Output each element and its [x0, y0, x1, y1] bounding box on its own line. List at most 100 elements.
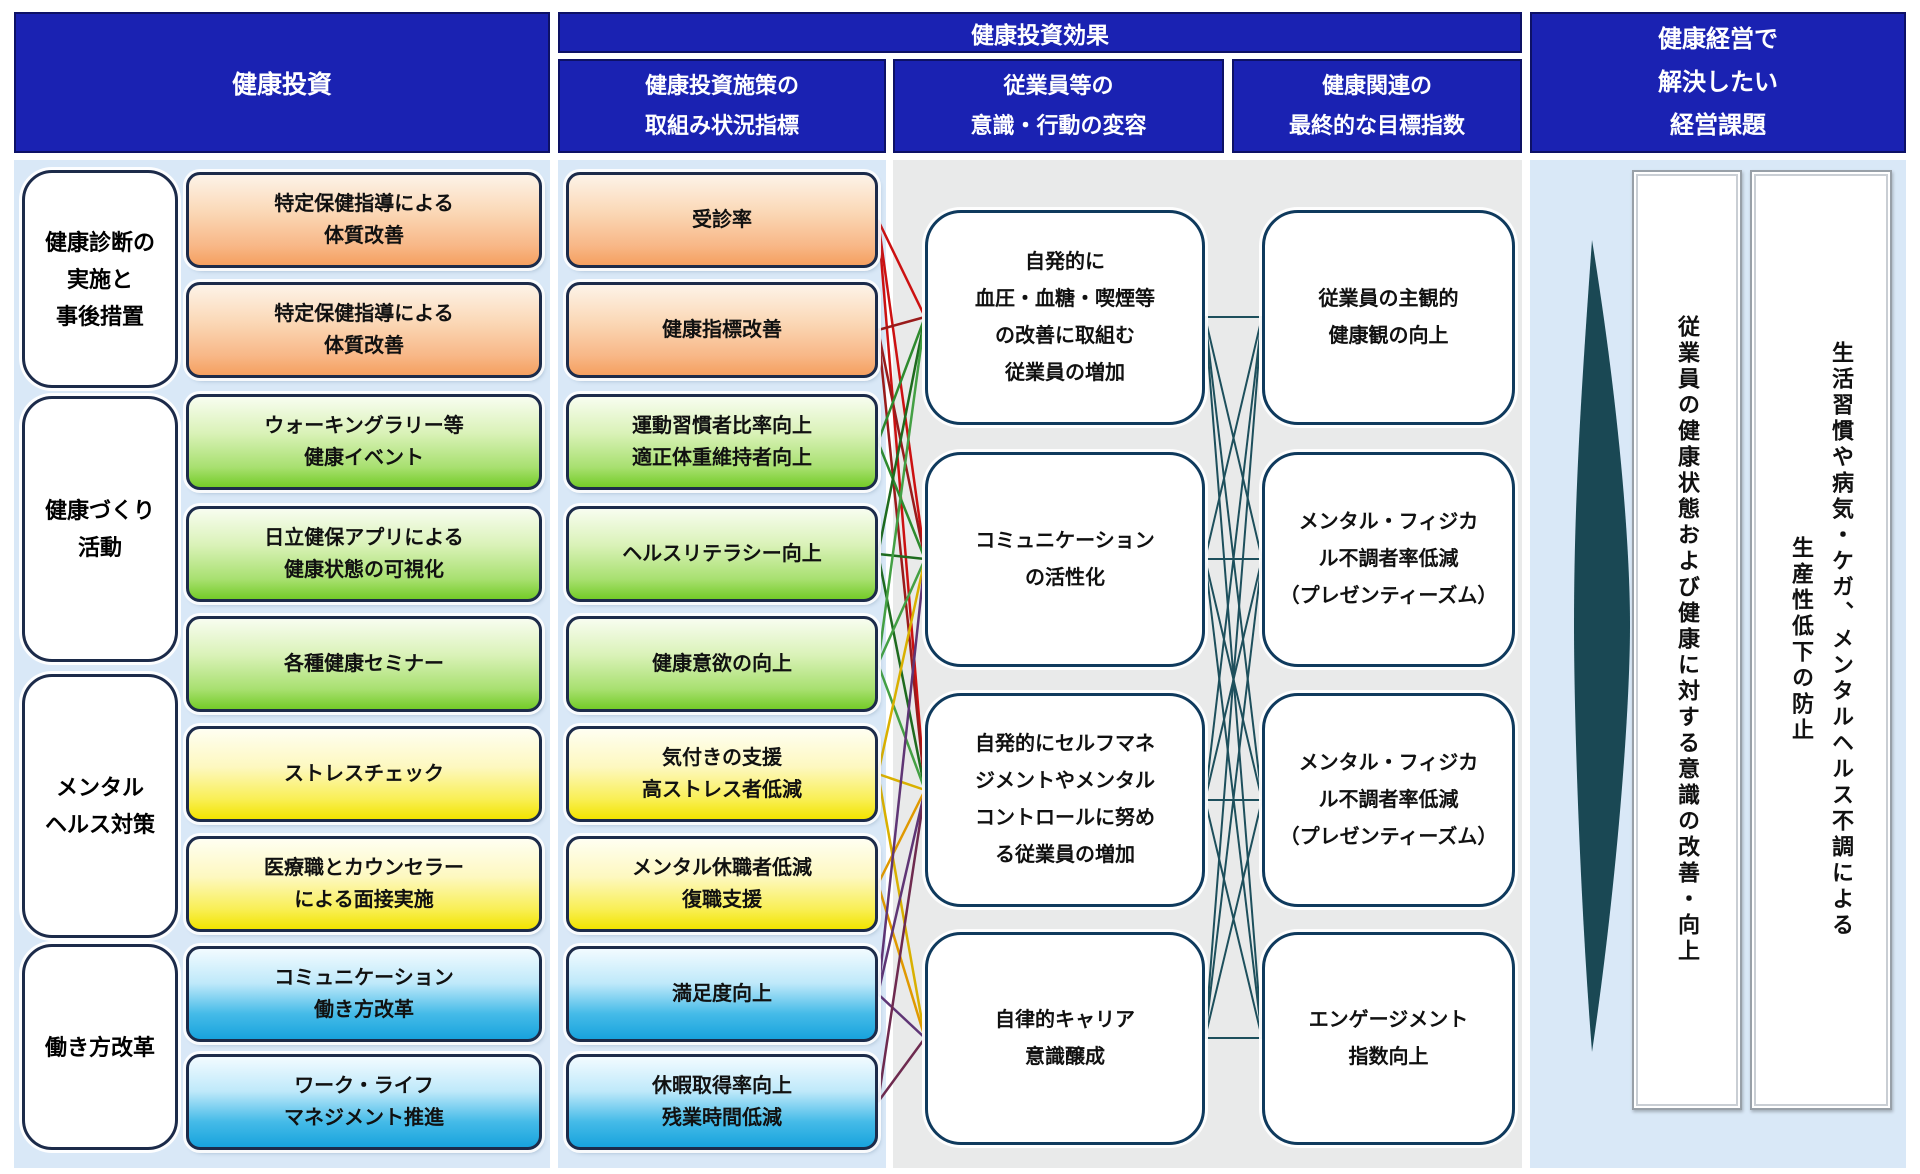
investment-label: マネジメント推進 — [284, 1107, 444, 1129]
target-index-label: ル不調者率低減 — [1318, 788, 1459, 811]
connector-line — [876, 219, 927, 318]
target-index-label: （プレゼンティーズム） — [1279, 825, 1498, 848]
target-index-box: エンゲージメント 指数向上 — [1262, 932, 1515, 1145]
header-effect-label: 健康投資効果 — [971, 21, 1109, 48]
investment-label: 体質改善 — [324, 335, 404, 357]
connector-line — [876, 329, 927, 791]
connector-line — [876, 789, 927, 995]
investment-label: による面接実施 — [294, 889, 434, 911]
indicator-label: メンタル休職者低減 — [632, 857, 812, 879]
connector-line — [1204, 316, 1263, 1039]
target-index-label: 従業員の主観的 — [1318, 287, 1459, 310]
behavior-change-box: 自律的キャリア 意識醸成 — [925, 932, 1205, 1145]
indicator-box: メンタル休職者低減 復職支援 — [566, 836, 878, 932]
behavior-change-label: 従業員の増加 — [1005, 361, 1125, 384]
outcome-productivity-cause-label: 生活習慣や病気・ケガ、メンタルヘルス不調による — [1829, 341, 1854, 939]
flow-arrow-icon — [1574, 240, 1630, 1052]
connector-line — [876, 441, 927, 560]
investment-box: 医療職とカウンセラー による面接実施 — [186, 836, 542, 932]
connector-line — [1204, 316, 1263, 801]
indicator-label: 適正体重維持者向上 — [632, 447, 812, 469]
indicator-box: 気付きの支援 高ストレス者低減 — [566, 726, 878, 822]
header-investment: 健康投資 — [14, 12, 550, 153]
investment-label: ワーク・ライフ — [294, 1075, 434, 1097]
category-box-health-promotion: 健康づくり 活動 — [22, 396, 178, 662]
investment-label: 医療職とカウンセラー — [264, 857, 464, 879]
indicator-box: 健康意欲の向上 — [566, 616, 878, 712]
investment-box: ストレスチェック — [186, 726, 542, 822]
investment-label: 日立健保アプリによる — [264, 527, 464, 549]
indicator-label: 休暇取得率向上 — [652, 1075, 792, 1097]
category-box-checkup: 健康診断の 実施と 事後措置 — [22, 170, 178, 388]
investment-label: 働き方改革 — [314, 999, 414, 1021]
connector-line — [1204, 799, 1263, 1039]
connector-line — [876, 316, 927, 443]
indicator-label: 健康意欲の向上 — [652, 653, 792, 675]
target-index-box: メンタル・フィジカ ル不調者率低減 （プレゼンティーズム） — [1262, 693, 1515, 907]
header-sub-indicators-line1: 健康投資施策の — [644, 73, 799, 98]
behavior-change-label: 自発的に — [1025, 250, 1105, 273]
behavior-change-label: る従業員の増加 — [995, 844, 1135, 866]
behavior-change-label: 自律的キャリア — [995, 1008, 1135, 1031]
indicator-label: 満足度向上 — [672, 983, 772, 1005]
investment-box: ワーク・ライフ マネジメント推進 — [186, 1054, 542, 1150]
investment-label: 特定保健指導による — [274, 303, 454, 325]
connector-line — [876, 789, 927, 1103]
investment-label: 特定保健指導による — [274, 193, 454, 215]
behavior-change-label: 自発的にセルフマネ — [975, 733, 1155, 755]
header-sub-targets-line1: 健康関連の — [1321, 73, 1432, 98]
behavior-change-label: 血圧・血糖・喫煙等 — [975, 287, 1155, 310]
investment-label: ストレスチェック — [284, 763, 444, 785]
header-sub-targets-line2: 最終的な目標指数 — [1288, 113, 1465, 138]
behavior-change-label: コミュニケーション — [975, 529, 1155, 552]
category-label: 実施と — [66, 266, 133, 292]
indicator-label: 残業時間低減 — [662, 1107, 782, 1129]
indicator-label: 健康指標改善 — [662, 319, 782, 341]
category-label: 事後措置 — [55, 303, 144, 329]
connector-line — [876, 1037, 927, 1103]
category-label: 健康診断の — [44, 229, 155, 255]
outcome-awareness-label: 従業員の健康状態および健康に対する意識の改善・向上 — [1675, 315, 1700, 965]
target-index-label: 健康観の向上 — [1328, 324, 1449, 347]
investment-label: 健康状態の可視化 — [284, 559, 444, 581]
category-label: 活動 — [77, 535, 122, 560]
connector-line — [876, 219, 927, 560]
investment-box: 特定保健指導による 体質改善 — [186, 172, 542, 268]
indicator-box: ヘルスリテラシー向上 — [566, 506, 878, 602]
header-management-issues-line3: 経営課題 — [1670, 112, 1766, 139]
indicator-label: 運動習慣者比率向上 — [632, 415, 812, 437]
behavior-change-label: 意識醸成 — [1025, 1045, 1105, 1068]
outcome-box-awareness: 従業員の健康状態および健康に対する意識の改善・向上 — [1632, 170, 1742, 1110]
investment-box: ウォーキングラリー等 健康イベント — [186, 394, 542, 490]
connector-line — [876, 316, 927, 665]
behavior-change-label: の改善に取組む — [995, 324, 1135, 347]
investment-box: 特定保健指導による 体質改善 — [186, 282, 542, 378]
header-sub-behavior-line2: 意識・行動の変容 — [970, 113, 1147, 138]
header-sub-behavior: 従業員等の 意識・行動の変容 — [893, 59, 1224, 153]
connector-line — [876, 558, 927, 995]
target-index-box: 従業員の主観的 健康観の向上 — [1262, 210, 1515, 425]
investment-label: コミュニケーション — [274, 967, 454, 989]
connector-line — [876, 663, 927, 791]
investment-label: 健康イベント — [304, 447, 424, 469]
behavior-change-box: 自発的にセルフマネ ジメントやメンタル コントロールに努め る従業員の増加 — [925, 693, 1205, 907]
header-sub-targets: 健康関連の 最終的な目標指数 — [1232, 59, 1522, 153]
category-box-workstyle-reform: 働き方改革 — [22, 944, 178, 1150]
investment-label: 各種健康セミナー — [284, 653, 444, 675]
connector-line — [876, 316, 927, 555]
connector-line — [1204, 558, 1263, 1039]
investment-label: ウォーキングラリー等 — [264, 415, 464, 437]
connector-line — [876, 558, 927, 775]
header-management-issues-line2: 解決したい — [1658, 69, 1778, 96]
header-management-issues: 健康経営で 解決したい 経営課題 — [1530, 12, 1906, 153]
indicator-label: 高ストレス者低減 — [642, 779, 802, 801]
behavior-change-label: の活性化 — [1025, 566, 1105, 589]
category-label: メンタル — [55, 775, 144, 800]
behavior-change-box: コミュニケーション の活性化 — [925, 452, 1205, 667]
category-label: 働き方改革 — [44, 1034, 155, 1060]
indicator-box: 休暇取得率向上 残業時間低減 — [566, 1054, 878, 1150]
category-box-mental-health: メンタル ヘルス対策 — [22, 674, 178, 938]
connector-line — [877, 552, 926, 561]
